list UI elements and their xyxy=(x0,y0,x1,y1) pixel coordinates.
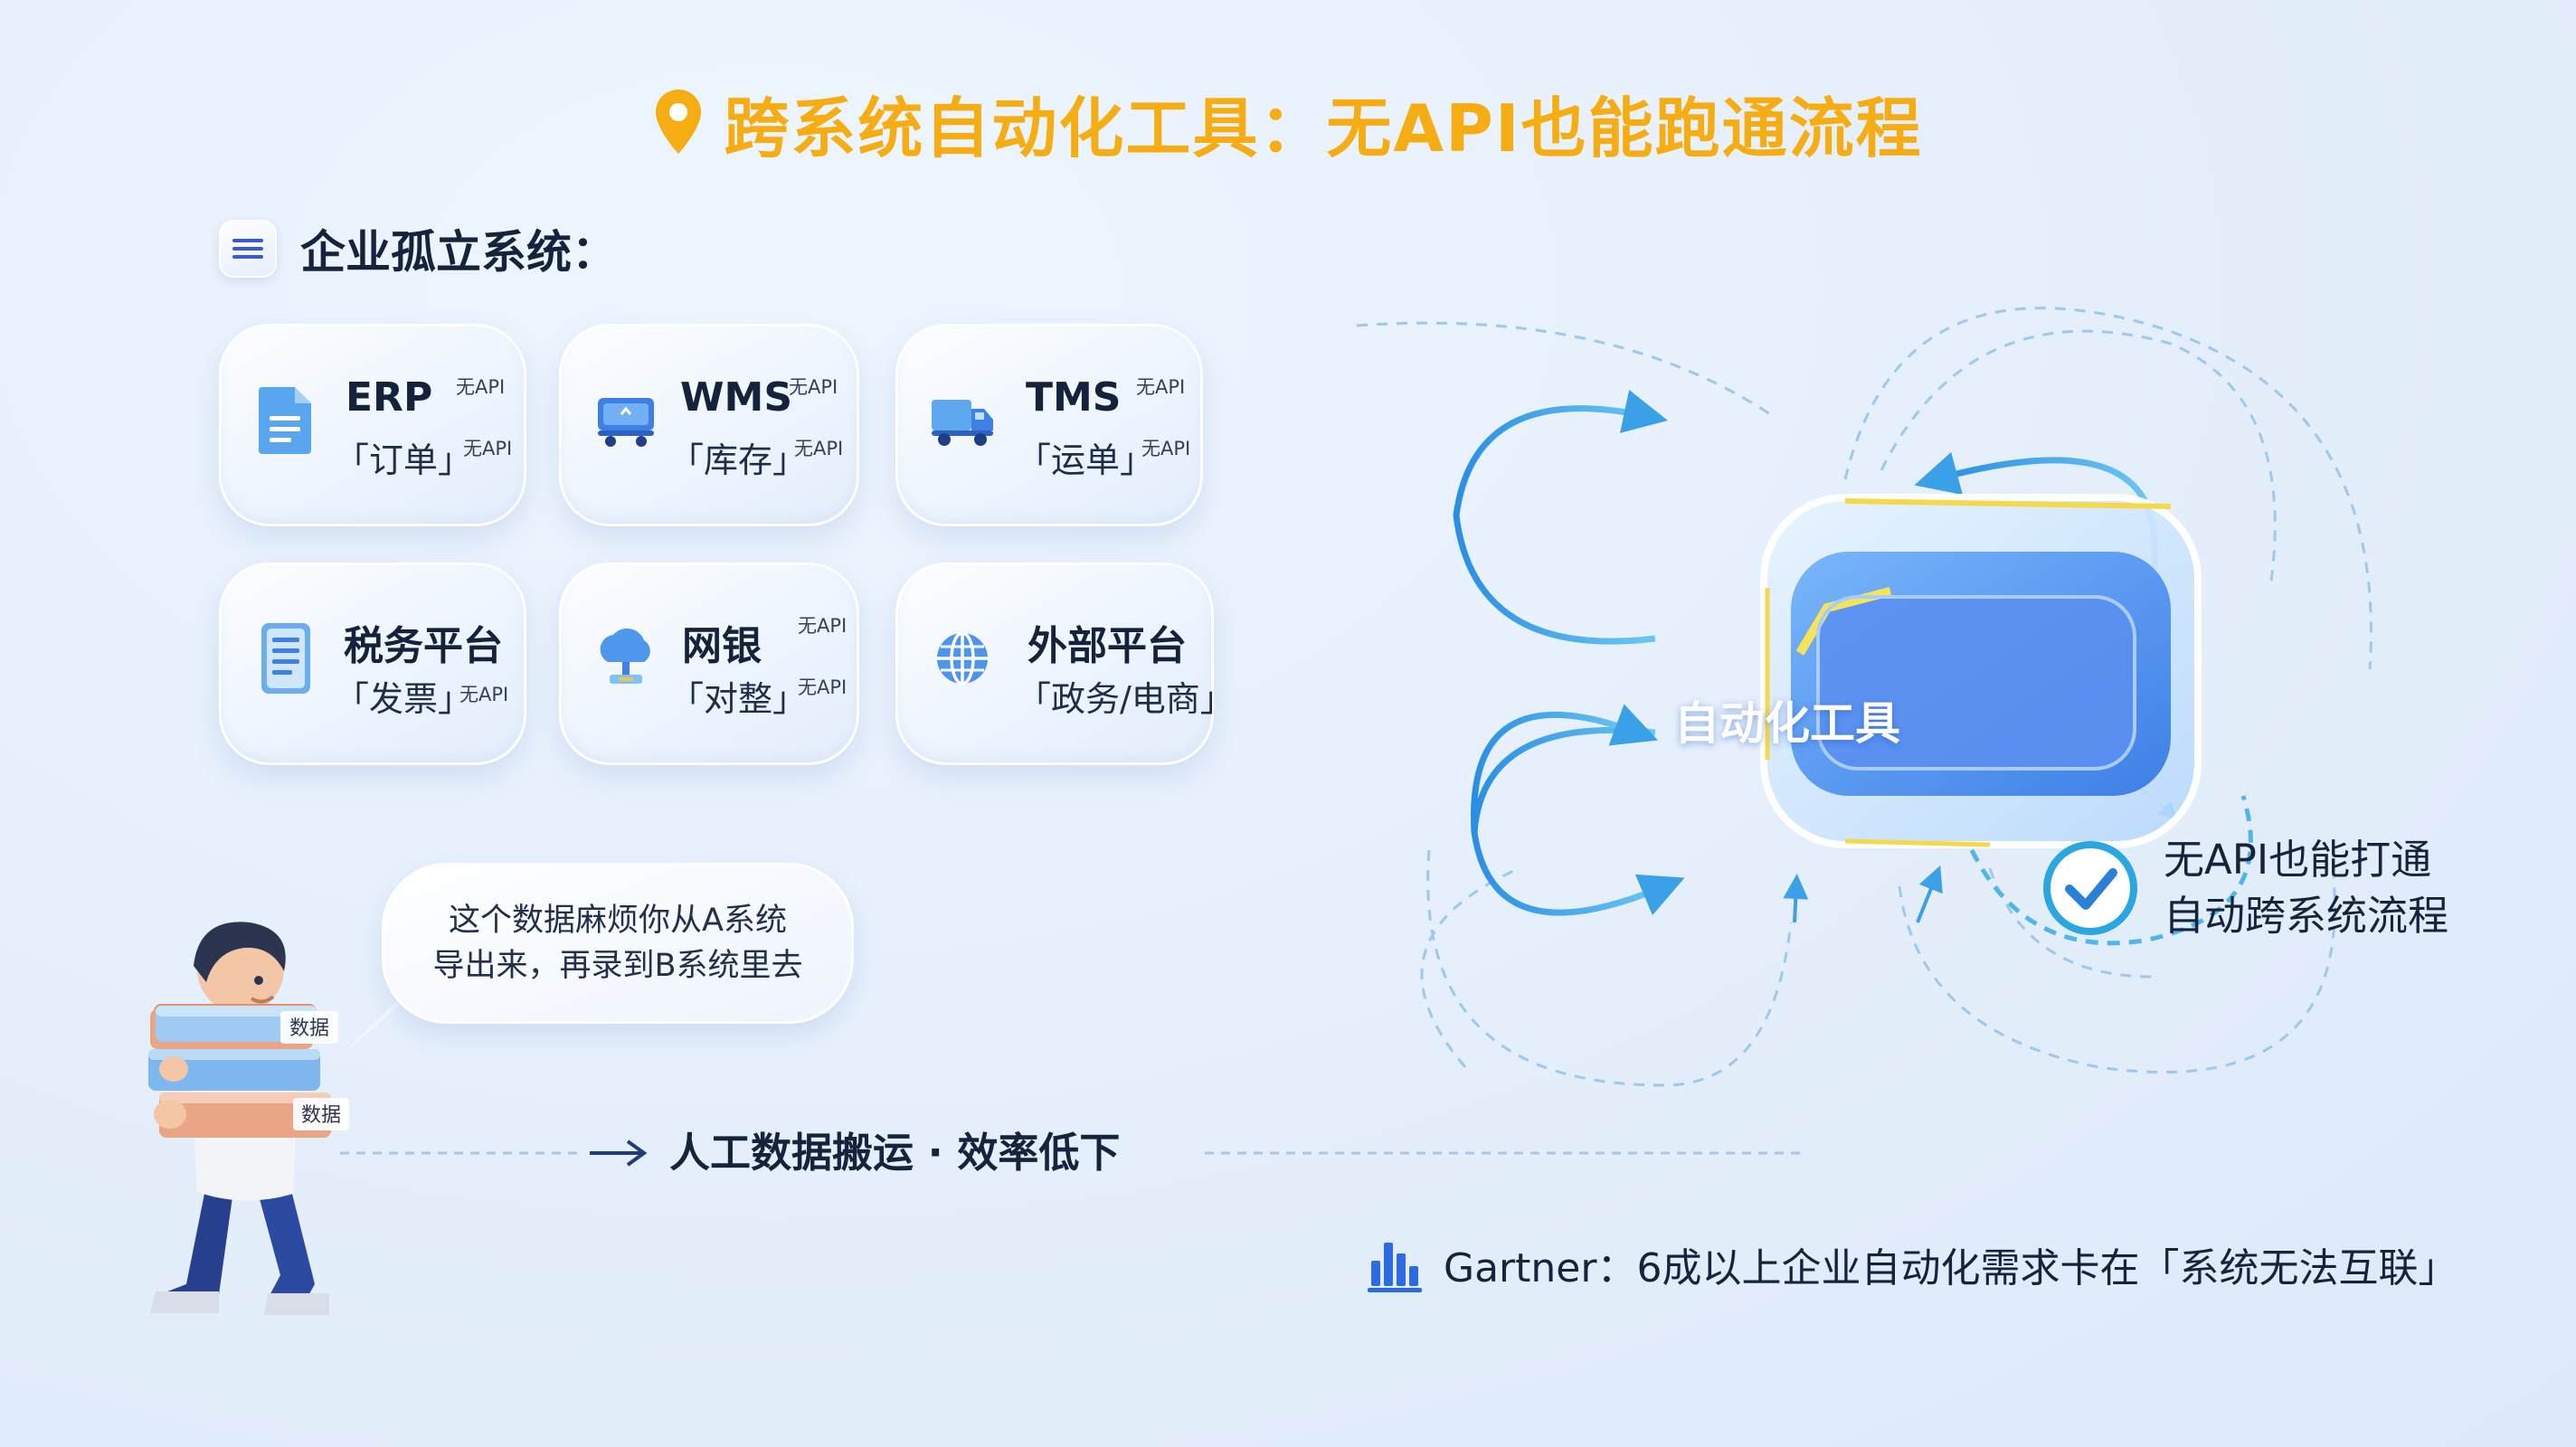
system-subtitle: 「运单」 xyxy=(1017,440,1155,480)
bubble-line: 这个数据麻烦你从A系统 xyxy=(449,903,787,939)
globe-icon xyxy=(928,615,997,702)
check-circle-icon xyxy=(2043,841,2137,935)
receipt-icon xyxy=(251,615,320,702)
no-api-tag: 无API xyxy=(789,376,838,398)
box-label: 数据 xyxy=(301,1104,341,1127)
system-name: ERP xyxy=(346,374,433,421)
system-name: TMS xyxy=(1026,374,1122,421)
no-api-tag: 无API xyxy=(794,438,844,459)
document-icon xyxy=(251,376,320,463)
bubble-line: 导出来，再录到B系统里去 xyxy=(432,948,803,984)
result-callout: 无API也能打通 自动跨系统流程 xyxy=(2041,832,2448,944)
system-subtitle: 「库存」 xyxy=(669,440,808,480)
warehouse-cart-icon xyxy=(592,376,660,463)
bank-network-icon xyxy=(592,615,660,702)
no-api-tag: 无API xyxy=(459,684,509,705)
box-label: 数据 xyxy=(289,1017,329,1040)
no-api-tag: 无API xyxy=(798,676,848,698)
page-title: 跨系统自动化工具：无API也能跑通流程 xyxy=(724,90,1923,166)
speech-bubble: 这个数据麻烦你从A系统 导出来，再录到B系统里去 xyxy=(382,863,854,1024)
system-name: 网银 xyxy=(682,623,762,669)
result-line: 无API也能打通 xyxy=(2164,836,2432,884)
no-api-tag: 无API xyxy=(456,376,506,398)
section-heading-row: 企业孤立系统： xyxy=(219,215,617,282)
system-card-erp: ERP 「订单」 无API 无API xyxy=(219,324,526,526)
system-card-bank: 网银 「对整」 无API 无API xyxy=(559,563,859,765)
system-name: WMS xyxy=(680,374,793,421)
worker-carrying-data-illustration: 数据 数据 xyxy=(148,922,349,1315)
list-icon xyxy=(219,220,277,278)
location-pin-icon xyxy=(656,90,702,154)
system-card-wms: WMS 「库存」 无API 无API xyxy=(559,324,859,526)
automation-flow-diagram xyxy=(1356,307,2372,1087)
dashed-connector-line xyxy=(340,1151,1805,1155)
no-api-tag: 无API xyxy=(798,615,848,637)
automation-tool-label: 自动化工具 xyxy=(1674,697,1900,750)
result-line: 自动跨系统流程 xyxy=(2164,892,2449,940)
page-title-row: 跨系统自动化工具：无API也能跑通流程 xyxy=(0,72,2576,172)
system-subtitle: 「对整」 xyxy=(669,679,808,719)
gartner-stat: Gartner：6成以上企业自动化需求卡在「系统无法互联」 xyxy=(1368,1235,2458,1293)
no-api-tag: 无API xyxy=(1136,376,1186,398)
no-api-tag: 无API xyxy=(463,438,513,459)
system-subtitle: 「政务/电商」 xyxy=(1017,679,1235,719)
system-name: 外部平台 xyxy=(1028,623,1187,669)
arrow-right-icon xyxy=(590,1140,648,1167)
system-subtitle: 「发票」 xyxy=(335,679,473,719)
manual-transfer-caption: 人工数据搬运 · 效率低下 xyxy=(669,1129,1121,1177)
system-card-tms: TMS 「运单」 无API 无API xyxy=(895,324,1203,526)
system-subtitle: 「订单」 xyxy=(335,440,473,480)
system-card-tax: 税务平台 「发票」 无API xyxy=(219,563,526,765)
no-api-tag: 无API xyxy=(1141,438,1191,459)
gartner-stat-text: Gartner：6成以上企业自动化需求卡在「系统无法互联」 xyxy=(1444,1245,2458,1291)
section-heading: 企业孤立系统： xyxy=(300,226,617,279)
system-name: 税务平台 xyxy=(344,623,503,669)
system-card-external: 外部平台 「政务/电商」 xyxy=(895,563,1235,765)
truck-icon xyxy=(928,376,997,463)
bar-chart-icon xyxy=(1368,1243,1422,1292)
